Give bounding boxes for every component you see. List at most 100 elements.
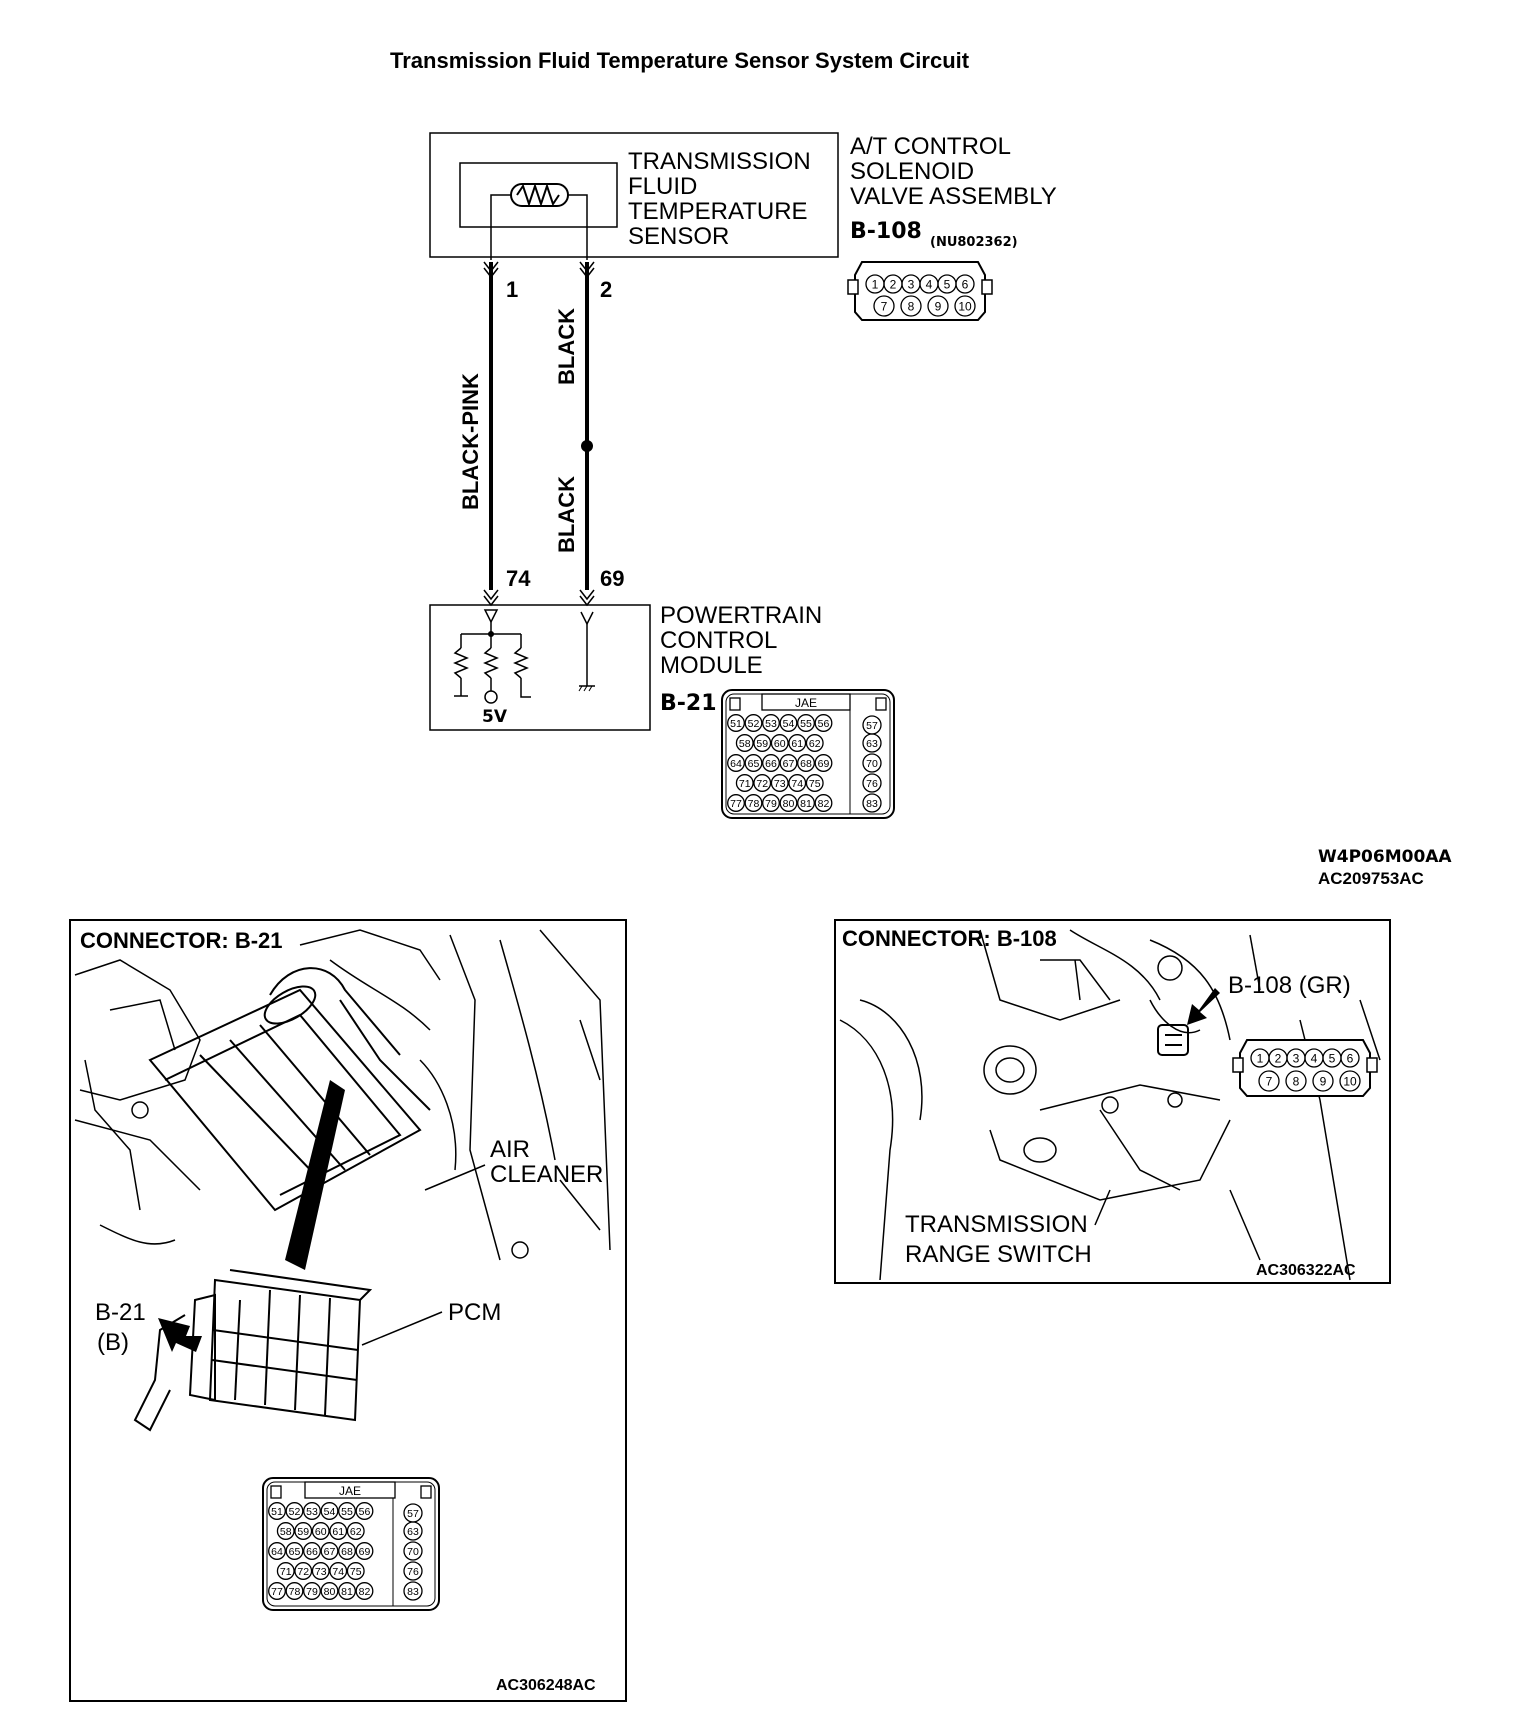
connector-pin <box>873 295 895 317</box>
connector-pin-label: 79 <box>765 798 777 810</box>
connector-pin-label: 83 <box>407 1586 419 1598</box>
connector-pin-label: 80 <box>324 1586 336 1598</box>
connector-pin-label: 57 <box>866 720 878 732</box>
connector-pin <box>1339 1070 1361 1092</box>
connector-pin-label: 58 <box>280 1526 292 1538</box>
connector-pin-label: 57 <box>407 1508 419 1520</box>
connector-pin-label: 76 <box>407 1566 419 1578</box>
connector-pin <box>727 714 745 732</box>
thermistor-icon <box>510 182 569 208</box>
b108-arrow-icon <box>1187 988 1220 1025</box>
connector-pin-label: 8 <box>1293 1074 1300 1088</box>
connector-pin-label: 74 <box>332 1566 344 1578</box>
connector-pin-label: 78 <box>748 798 760 810</box>
connector-pin-label: 82 <box>359 1586 371 1598</box>
page-title: Transmission Fluid Temperature Sensor Sy… <box>390 48 970 73</box>
connector-pin-label: 79 <box>306 1586 318 1598</box>
connector-pin <box>779 714 798 732</box>
figure-code: W4P06M00AA <box>1318 847 1452 867</box>
sensor-name-line: SENSOR <box>628 223 729 250</box>
connector-pin-label: 8 <box>908 299 915 313</box>
jae-label: JAE <box>339 1484 361 1498</box>
connector-pin-label: 68 <box>341 1546 353 1558</box>
connector-pin <box>727 754 745 772</box>
connector-pin-label: 53 <box>306 1506 318 1518</box>
connector-pin <box>927 295 949 317</box>
connector-pin-label: 53 <box>765 718 777 730</box>
b21-arrow-icon <box>158 1318 202 1352</box>
connector-pin-label: 75 <box>809 778 821 790</box>
connector-pin-label: 6 <box>962 277 969 291</box>
panel-connector-b21: CONNECTOR: B-21 <box>69 919 627 1702</box>
connector-pin <box>355 1542 374 1560</box>
connector-pin-label: 81 <box>800 798 812 810</box>
connector-pin <box>788 774 807 792</box>
connector-pin <box>727 794 745 812</box>
connector-pin <box>338 1542 356 1560</box>
connector-pin-label: 66 <box>306 1546 318 1558</box>
connector-pin-label: 10 <box>1343 1074 1357 1088</box>
connector-id-b108: B-108 <box>850 219 922 244</box>
connector-pin-label: 73 <box>315 1566 327 1578</box>
connector-pin-label: 72 <box>297 1566 309 1578</box>
connector-pin-label: 9 <box>935 299 942 313</box>
sensor-name-line: FLUID <box>628 173 697 200</box>
connector-pin-label: 5 <box>944 277 951 291</box>
connector-pin-label: 1 <box>1257 1051 1264 1065</box>
connector-pin-label: 67 <box>783 758 795 770</box>
connector-pin <box>744 714 763 732</box>
connector-pin-label: 7 <box>881 299 888 313</box>
connector-pin-label: 67 <box>324 1546 336 1558</box>
connector-pin-label: 70 <box>866 758 878 770</box>
connector-pin <box>346 1562 365 1580</box>
connector-pin-label: 59 <box>756 738 768 750</box>
pin-label-top-2: 2 <box>600 277 612 302</box>
connector-pin-label: 54 <box>324 1506 336 1518</box>
connector-pin-label: 73 <box>774 778 786 790</box>
connector-pin <box>862 733 882 753</box>
connector-pin <box>285 1582 304 1600</box>
connector-pin <box>862 793 882 813</box>
connector-pin <box>770 774 789 792</box>
connector-pin <box>346 1522 365 1540</box>
connector-pin <box>862 773 882 793</box>
connector-pin <box>338 1502 356 1520</box>
connector-pin <box>268 1502 286 1520</box>
connector-pin <box>1340 1048 1360 1068</box>
connector-pin-label: 66 <box>765 758 777 770</box>
label-pcm: PCM <box>448 1299 501 1326</box>
connector-pin <box>311 1522 330 1540</box>
connector-pin <box>762 794 780 812</box>
connector-pin-label: 64 <box>730 758 742 770</box>
wire-color-black-lower: BLACK <box>554 476 579 553</box>
connector-pin <box>303 1542 321 1560</box>
connector-pin <box>268 1582 286 1600</box>
connector-pin-label: 76 <box>866 778 878 790</box>
pcm-name-line: CONTROL <box>660 627 777 654</box>
sensor-name-line: TEMPERATURE <box>628 198 808 225</box>
wire-2 <box>579 261 595 607</box>
connector-pin-label: 72 <box>756 778 768 790</box>
connector-pin <box>285 1502 304 1520</box>
connector-pin <box>805 774 824 792</box>
label-air-cleaner: CLEANER <box>490 1161 603 1188</box>
air-cleaner-illustration <box>148 967 431 1212</box>
label-range-switch: RANGE SWITCH <box>905 1241 1092 1268</box>
connector-pin <box>753 774 772 792</box>
connector-pin-label: 52 <box>289 1506 301 1518</box>
connector-pin <box>900 295 922 317</box>
connector-pin-label: 55 <box>341 1506 353 1518</box>
connector-pin-label: 58 <box>739 738 751 750</box>
connector-pin <box>355 1502 374 1520</box>
connector-pin-label: 4 <box>1311 1051 1318 1065</box>
connector-pin <box>814 714 833 732</box>
connector-pin-label: 82 <box>818 798 830 810</box>
wire-1 <box>483 261 499 607</box>
connector-pin <box>329 1562 348 1580</box>
connector-pin <box>285 1542 304 1560</box>
connector-pin-label: 62 <box>350 1526 362 1538</box>
panel-code: AC306248AC <box>496 1677 596 1694</box>
